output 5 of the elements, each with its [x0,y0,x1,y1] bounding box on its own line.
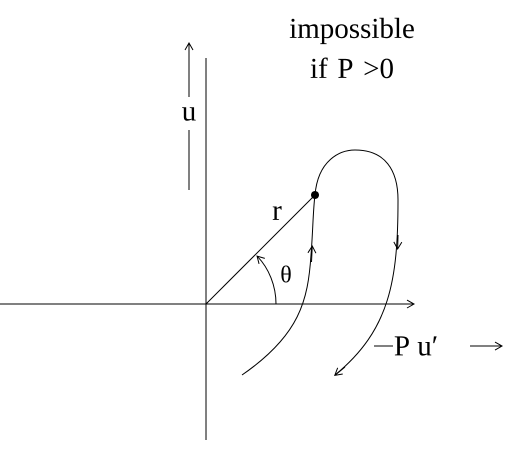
axis-label: P u′ [394,336,437,356]
angle-label: θ [281,266,291,283]
note-text: impossible if P >0 [290,18,414,78]
radius-label: r [272,206,282,220]
axis-label: u [182,107,196,121]
